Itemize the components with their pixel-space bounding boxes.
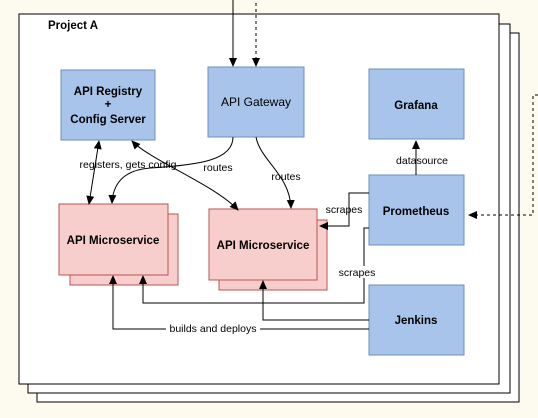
- prometheus-node[interactable]: Prometheus: [368, 174, 465, 246]
- api-registry-label-2: +: [105, 99, 112, 111]
- label-scrapes-bottom-bg: [336, 266, 378, 278]
- api-registry-node[interactable]: API Registry + Config Server: [60, 69, 156, 141]
- label-scrapes-top: scrapes: [326, 204, 363, 216]
- project-title: Project A: [48, 20, 98, 32]
- label-scrapes-bottom: scrapes: [339, 267, 376, 279]
- api-microservice-right-node[interactable]: API Microservice: [208, 208, 328, 291]
- edge-jenkins-builds-left: [109, 275, 369, 330]
- edge-jenkins-deploys-right: [259, 280, 369, 321]
- api-gateway-label: API Gateway: [221, 95, 291, 109]
- label-builds-bg: [166, 322, 260, 334]
- label-datasource: datasource: [396, 155, 448, 167]
- api-microservice-right-label: API Microservice: [217, 240, 310, 252]
- prometheus-label: Prometheus: [383, 206, 449, 218]
- grafana-node[interactable]: Grafana: [368, 68, 465, 140]
- api-microservice-left-label: API Microservice: [67, 235, 160, 247]
- label-routes-left: routes: [203, 162, 232, 174]
- edge-registers-gets-config: [86, 140, 102, 205]
- edge-external-prometheus: [468, 94, 538, 219]
- jenkins-label: Jenkins: [395, 315, 438, 327]
- api-microservice-left-node[interactable]: API Microservice: [58, 203, 179, 286]
- api-registry-label-3: Config Server: [70, 114, 146, 126]
- api-registry-label-1: API Registry: [74, 86, 143, 98]
- label-registers-gets-config: registers, gets config: [80, 159, 177, 171]
- edge-registry-to-right-microservice: [131, 140, 239, 211]
- edge-gateway-to-right-microservice: [255, 136, 295, 209]
- edge-gateway-to-left-microservice: [108, 136, 234, 204]
- api-gateway-node[interactable]: API Gateway: [207, 66, 305, 138]
- label-builds-and-deploys: builds and deploys: [170, 323, 257, 335]
- edge-prometheus-scrapes-left: [139, 227, 369, 304]
- grafana-label: Grafana: [394, 100, 438, 112]
- jenkins-node[interactable]: Jenkins: [368, 284, 465, 356]
- label-routes-right: routes: [271, 171, 300, 183]
- edge-prometheus-scrapes-right: [319, 192, 369, 230]
